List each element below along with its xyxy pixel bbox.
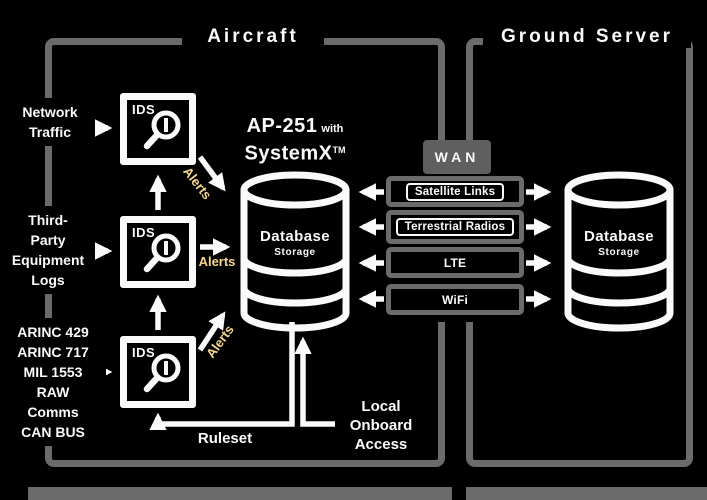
- local-access-line: Access: [354, 436, 408, 453]
- magnifier-icon: [143, 233, 181, 273]
- wan-link-label: Terrestrial Radios: [395, 218, 515, 236]
- ruleset-label: Ruleset: [197, 430, 253, 447]
- source-line: CAN BUS: [21, 424, 85, 440]
- local-access-line: Local: [361, 398, 401, 415]
- ids-box-2: IDS: [120, 216, 196, 288]
- wan-link-satellite: Satellite Links: [386, 176, 524, 207]
- source-line: Party: [30, 232, 66, 248]
- ids-box-1: IDS: [120, 93, 196, 165]
- magnifier-icon: [143, 353, 181, 393]
- ap-with: with: [321, 123, 344, 135]
- alerts-label-middle: Alerts: [198, 254, 236, 269]
- aircraft-database-sublabel: Storage: [274, 247, 316, 258]
- ids-box-3: IDS: [120, 336, 196, 408]
- source-avionics-buses: ARINC 429 ARINC 717 MIL 1553 RAW Comms C…: [0, 318, 106, 446]
- ap-title-line2: SystemXTM: [208, 140, 382, 165]
- source-line: RAW: [36, 384, 70, 400]
- aircraft-database-label: Database: [260, 228, 330, 245]
- source-line: Comms: [27, 404, 79, 420]
- source-line: ARINC 429: [17, 324, 89, 340]
- wan-link-wifi: WiFi: [386, 284, 524, 315]
- local-onboard-access-label: Local Onboard Access: [335, 397, 427, 454]
- source-network-traffic: Network Traffic: [8, 98, 92, 146]
- ground-database-label: Database: [584, 228, 654, 245]
- local-access-line: Onboard: [349, 417, 413, 434]
- wan-link-label: Satellite Links: [405, 182, 505, 201]
- ground-server-title: Ground Server: [483, 26, 691, 48]
- source-line: Third-: [28, 212, 68, 228]
- bottom-edge-bar-right: [466, 487, 707, 500]
- wan-box: WAN: [423, 140, 491, 174]
- wan-link-label: WiFi: [441, 292, 469, 307]
- source-line: Equipment: [11, 252, 85, 268]
- trademark: TM: [332, 145, 346, 155]
- source-line: Network: [22, 104, 78, 120]
- wan-link-terrestrial: Terrestrial Radios: [386, 210, 524, 244]
- ids-label: IDS: [132, 345, 156, 360]
- wan-link-lte: LTE: [386, 247, 524, 278]
- ground-database-sublabel: Storage: [598, 247, 640, 258]
- bottom-edge-bar-left: [28, 487, 452, 500]
- source-line: Traffic: [28, 124, 71, 140]
- source-third-party-logs: Third- Party Equipment Logs: [2, 206, 94, 294]
- source-line: Logs: [31, 272, 65, 288]
- magnifier-icon: [143, 110, 181, 150]
- ap-product: SystemX: [244, 142, 333, 165]
- aircraft-title: Aircraft: [182, 26, 324, 48]
- source-line: ARINC 717: [17, 344, 89, 360]
- ap-model: AP-251: [246, 115, 318, 137]
- ids-label: IDS: [132, 102, 156, 117]
- wan-link-label: LTE: [443, 255, 467, 270]
- source-line: MIL 1553: [23, 364, 83, 380]
- ids-label: IDS: [132, 225, 156, 240]
